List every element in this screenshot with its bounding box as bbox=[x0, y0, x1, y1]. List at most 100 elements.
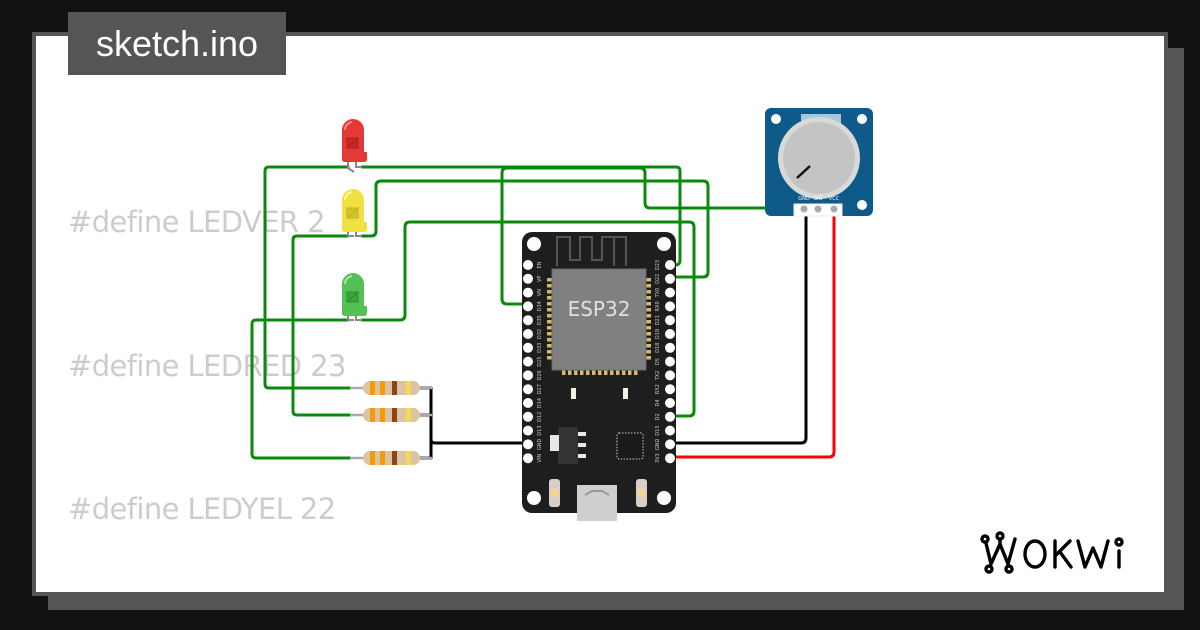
esp32-pin-d35[interactable]: D35 bbox=[523, 315, 543, 325]
wire-resistors-to-gnd[interactable] bbox=[418, 386, 530, 460]
code-line: #define LEDVER 2 bbox=[68, 205, 326, 240]
resistor-band bbox=[380, 451, 385, 465]
pin-label: D12 bbox=[537, 412, 543, 422]
esp32-pin-d14[interactable]: D14 bbox=[523, 398, 543, 408]
boot-button[interactable] bbox=[549, 479, 560, 507]
esp32-pin-d34[interactable]: D34 bbox=[523, 301, 543, 312]
mount-hole bbox=[857, 200, 867, 210]
pot-pin-label: GND bbox=[798, 196, 810, 202]
mount-hole bbox=[857, 114, 867, 124]
esp32-pin-d27[interactable]: D27 bbox=[523, 384, 543, 394]
esp32-chip bbox=[551, 268, 647, 371]
filename-tab[interactable]: sketch.ino bbox=[68, 12, 286, 75]
pin-label: D34 bbox=[537, 301, 543, 311]
pin-label: TX0 bbox=[655, 288, 661, 299]
pin-label: D19 bbox=[655, 329, 661, 339]
led-green[interactable] bbox=[342, 273, 367, 321]
pin-label: D32 bbox=[537, 329, 543, 339]
wokwi-logo bbox=[980, 531, 1124, 574]
mount-hole bbox=[657, 491, 671, 505]
pot-indicator bbox=[796, 165, 811, 179]
esp32-pin-3v3[interactable]: 3V3 bbox=[655, 453, 675, 464]
resistor[interactable] bbox=[350, 381, 432, 395]
pin-label: D13 bbox=[537, 425, 543, 435]
wire-red-led-to-resistor-1[interactable] bbox=[263, 165, 352, 390]
esp32-pin-en[interactable]: EN bbox=[523, 260, 543, 270]
pin-label: TX2 bbox=[655, 371, 661, 382]
resistor-band bbox=[380, 408, 385, 422]
esp32-pin-vn[interactable]: VN bbox=[523, 287, 543, 298]
resistor-band bbox=[406, 451, 411, 465]
esp32-pin-d23[interactable]: D23 bbox=[655, 260, 675, 270]
esp32-pin-d18[interactable]: D18 bbox=[655, 343, 675, 353]
wire-yellow-led-to-d22[interactable] bbox=[360, 179, 710, 279]
resistor-band bbox=[370, 451, 375, 465]
esp32-pin-vp[interactable]: VP bbox=[523, 273, 543, 284]
resistor[interactable] bbox=[350, 451, 432, 465]
wire-pot-vcc-to-3v3[interactable] bbox=[666, 206, 836, 459]
pot-pin-label: SIG bbox=[814, 196, 823, 202]
esp32-pin-d13[interactable]: D13 bbox=[523, 425, 543, 436]
pin-label: D27 bbox=[537, 384, 543, 394]
esp32-pin-d21[interactable]: D21 bbox=[655, 315, 675, 325]
resistor-band bbox=[370, 408, 375, 422]
wire-red-led-to-d23[interactable] bbox=[360, 165, 682, 267]
esp32-pin-rx2[interactable]: RX2 bbox=[655, 384, 675, 394]
pin-label: GND bbox=[655, 439, 661, 451]
potentiometer[interactable]: GND SIG VCC bbox=[765, 108, 873, 217]
resistor[interactable] bbox=[350, 408, 432, 422]
reset-button[interactable] bbox=[636, 479, 647, 507]
pot-pin-sig[interactable]: SIG bbox=[814, 196, 823, 213]
esp32-pin-d25[interactable]: D25 bbox=[523, 356, 543, 367]
esp32-pin-d33[interactable]: D33 bbox=[523, 343, 543, 353]
pin-label: VP bbox=[537, 276, 543, 282]
wire-pot-sig-to-d34[interactable] bbox=[500, 166, 795, 306]
wire-yellow-led-to-resistor-2[interactable] bbox=[291, 234, 352, 417]
esp32-pin-d22[interactable]: D22 bbox=[655, 274, 675, 284]
pin-label: D5 bbox=[655, 358, 661, 365]
wire-pot-gnd-to-gnd[interactable] bbox=[666, 206, 808, 445]
esp32-pin-vin[interactable]: VIN bbox=[523, 453, 543, 464]
esp32-pin-d19[interactable]: D19 bbox=[655, 329, 675, 339]
resistor-band bbox=[406, 408, 411, 422]
led-yellow[interactable] bbox=[342, 189, 367, 237]
resistor-band bbox=[392, 381, 397, 395]
esp32-pin-gnd[interactable]: GND bbox=[655, 439, 675, 451]
esp32-pin-d2[interactable]: D2 bbox=[655, 411, 675, 422]
esp32-pin-d12[interactable]: D12 bbox=[523, 412, 543, 422]
code-line: #define LEDRED 23 bbox=[68, 348, 346, 383]
pot-pin-label: VCC bbox=[829, 196, 840, 202]
led-red[interactable] bbox=[342, 119, 367, 173]
esp32-pin-gnd[interactable]: GND bbox=[523, 439, 543, 451]
esp32-pin-tx2[interactable]: TX2 bbox=[655, 370, 675, 381]
wire-green-led-to-d2[interactable] bbox=[360, 220, 696, 418]
pin-label: EN bbox=[537, 261, 543, 268]
esp32-pin-d32[interactable]: D32 bbox=[523, 329, 543, 339]
pin-label: VIN bbox=[537, 454, 543, 463]
pin-label: D2 bbox=[655, 413, 661, 420]
pin-label: D25 bbox=[537, 356, 543, 366]
pin-label: D22 bbox=[655, 274, 661, 284]
pin-label: VN bbox=[537, 289, 543, 296]
pin-label: 3V3 bbox=[655, 453, 661, 463]
pin-label: RX0 bbox=[655, 301, 661, 311]
esp32-pin-d26[interactable]: D26 bbox=[523, 370, 543, 381]
pin-label: D26 bbox=[537, 370, 543, 380]
pot-pin-gnd[interactable]: GND bbox=[798, 196, 810, 213]
esp32-pin-d5[interactable]: D5 bbox=[655, 356, 675, 367]
mount-hole bbox=[657, 237, 671, 251]
antenna-trace bbox=[556, 236, 627, 266]
mount-hole bbox=[527, 491, 541, 505]
resistor-band bbox=[392, 408, 397, 422]
wire-green-led-to-resistor-3[interactable] bbox=[250, 318, 352, 460]
pot-pin-vcc[interactable]: VCC bbox=[829, 196, 840, 213]
code-line: #define LEDYEL 22 bbox=[68, 491, 336, 526]
esp32-pin-d15[interactable]: D15 bbox=[655, 425, 675, 436]
pin-label: D33 bbox=[537, 343, 543, 353]
esp32-pin-rx0[interactable]: RX0 bbox=[655, 301, 675, 311]
pin-label: D35 bbox=[537, 315, 543, 325]
esp32-pin-tx0[interactable]: TX0 bbox=[655, 287, 675, 299]
esp32-pin-d4[interactable]: D4 bbox=[655, 398, 675, 408]
